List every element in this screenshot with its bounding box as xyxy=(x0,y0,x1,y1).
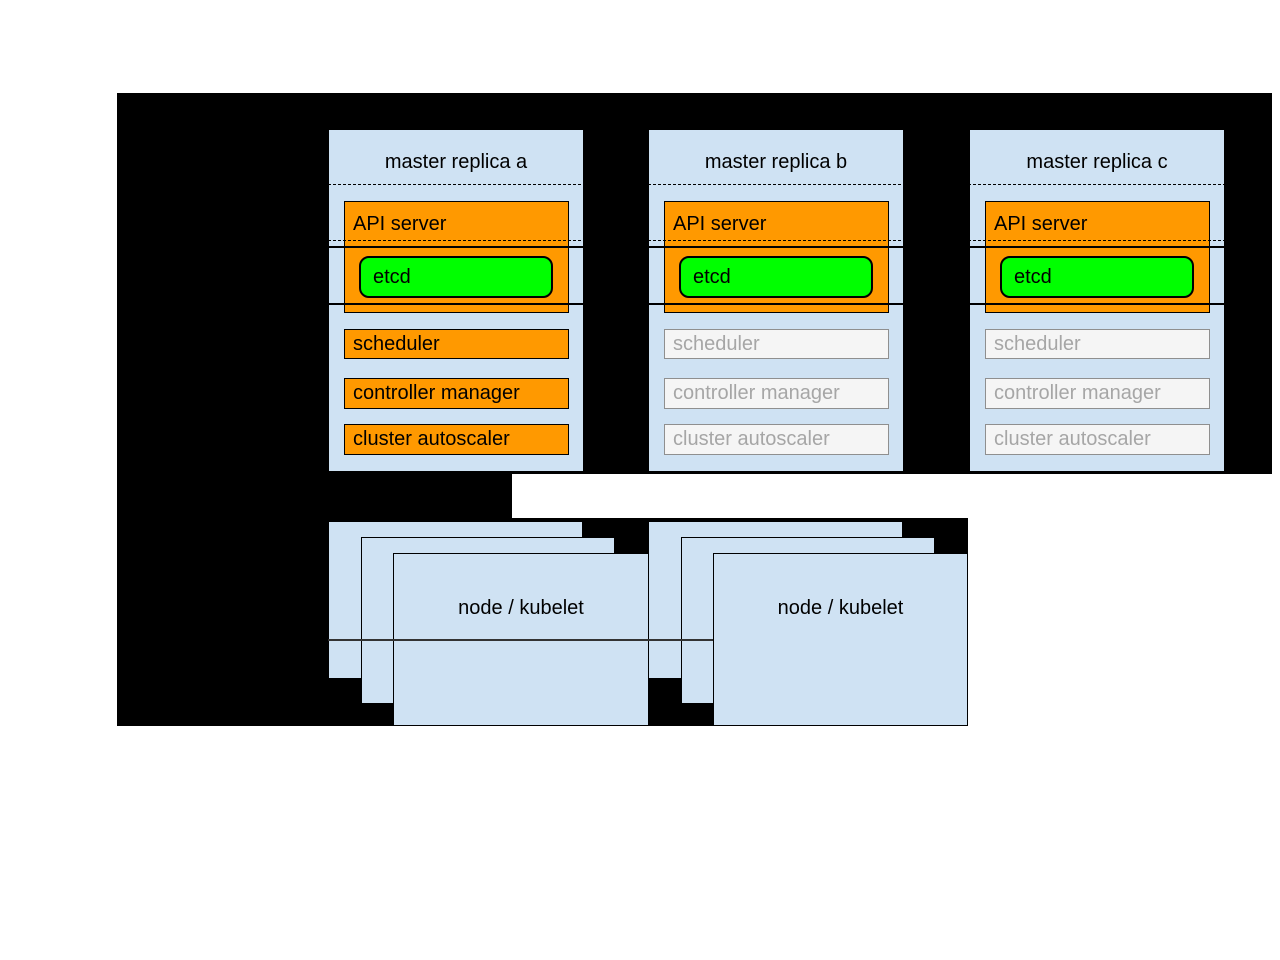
cluster-autoscaler-box: cluster autoscaler xyxy=(985,424,1210,455)
etcd-box: etcd xyxy=(1000,256,1194,298)
scheduler-box: scheduler xyxy=(344,329,569,359)
etcd-box: etcd xyxy=(679,256,873,298)
controller-manager-box: controller manager xyxy=(344,378,569,409)
scheduler-box: scheduler xyxy=(985,329,1210,359)
etcd-band-line-top xyxy=(328,246,1226,248)
api-server-box: API server etcd xyxy=(985,201,1210,313)
master-replica-c-title: master replica c xyxy=(1026,151,1168,173)
etcd-label: etcd xyxy=(373,265,411,288)
node-kubelet-label: node / kubelet xyxy=(458,597,584,619)
master-replica-c: master replica c API server etcd schedul… xyxy=(969,129,1225,472)
api-server-box: API server etcd xyxy=(664,201,889,313)
dashed-separator-api xyxy=(328,240,1226,241)
etcd-box: etcd xyxy=(359,256,553,298)
dashed-separator-top xyxy=(328,184,1226,185)
cluster-autoscaler-box: cluster autoscaler xyxy=(344,424,569,455)
master-replica-a-title: master replica a xyxy=(384,151,528,173)
node-title-divider-line xyxy=(328,639,713,641)
etcd-band-line-bottom xyxy=(328,303,1226,305)
cluster-autoscaler-box: cluster autoscaler xyxy=(664,424,889,455)
controller-manager-box: controller manager xyxy=(985,378,1210,409)
node-box-front: node / kubelet xyxy=(713,553,968,726)
backdrop-left-step xyxy=(117,474,512,518)
master-replica-a: master replica a API server etcd schedul… xyxy=(328,129,584,472)
master-replica-b: master replica b API server etcd schedul… xyxy=(648,129,904,472)
scheduler-box: scheduler xyxy=(664,329,889,359)
api-server-label: API server xyxy=(994,213,1088,235)
node-kubelet-label: node / kubelet xyxy=(777,597,904,619)
api-server-label: API server xyxy=(673,213,767,235)
api-server-label: API server xyxy=(353,213,447,235)
etcd-label: etcd xyxy=(693,265,731,288)
etcd-label: etcd xyxy=(1014,265,1052,288)
api-server-box: API server etcd xyxy=(344,201,569,313)
master-replica-b-title: master replica b xyxy=(704,151,848,173)
controller-manager-box: controller manager xyxy=(664,378,889,409)
